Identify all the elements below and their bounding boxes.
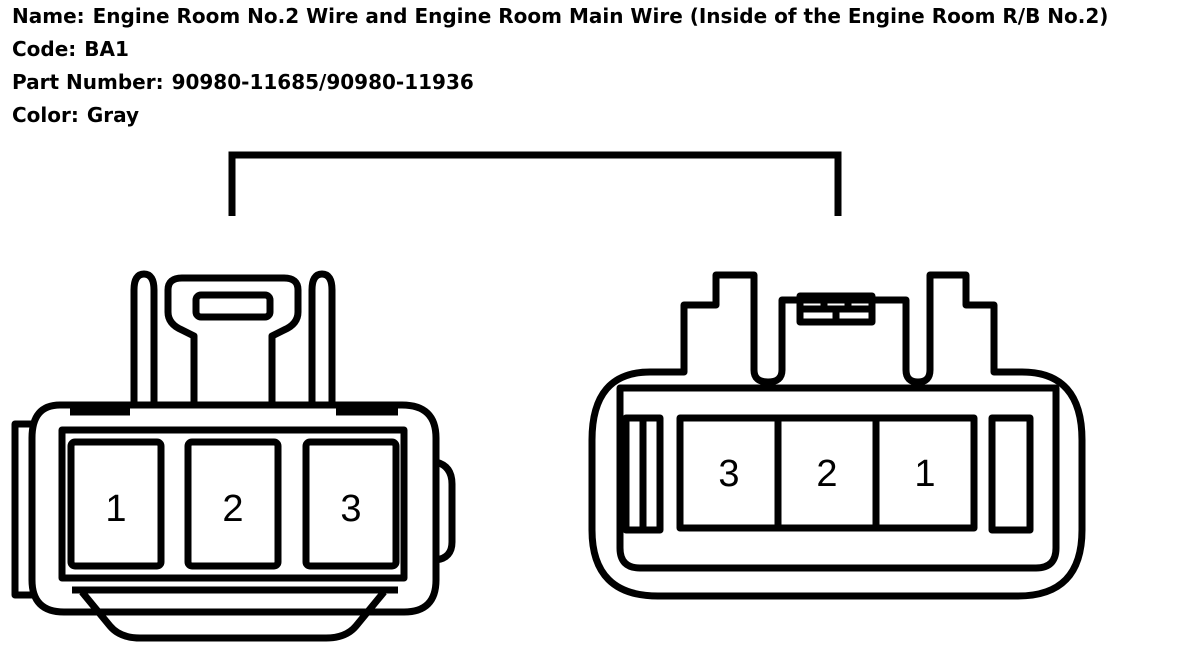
left-pin-cavity-1: [67, 438, 165, 570]
part-number-value: 90980-11685/90980-11936: [171, 70, 474, 94]
right-pin-cavity-1: [872, 414, 978, 532]
left-pin-cavity-3: [302, 438, 400, 570]
color-value: Gray: [86, 103, 140, 127]
name-value: Engine Room No.2 Wire and Engine Room Ma…: [92, 4, 1109, 28]
left-connector-cavity-frame: [58, 426, 408, 582]
right-connector: [588, 271, 1086, 600]
left-connector-bottom-tab: [79, 589, 387, 642]
right-pin-label-1: 1: [914, 453, 935, 495]
code-value: BA1: [84, 37, 129, 61]
color-label: Color:: [12, 103, 79, 127]
name-label: Name:: [12, 4, 85, 28]
left-pin-label-1: 1: [105, 488, 126, 530]
left-connector: [11, 270, 456, 642]
part-number-row: Part Number: 90980-11685/90980-11936: [12, 66, 1108, 99]
left-connector-lock-window: [192, 291, 274, 321]
left-connector-post-left: [130, 270, 158, 405]
right-connector-latch-slot-4: [796, 305, 840, 326]
left-connector-lock-arm: [164, 274, 302, 405]
right-connector-inner-frame: [616, 384, 1060, 572]
left-connector-post-right: [308, 270, 336, 405]
left-pin-label-2: 2: [222, 488, 243, 530]
right-pin-label-2: 2: [816, 453, 837, 495]
color-row: Color: Gray: [12, 99, 1108, 132]
left-connector-latch: [434, 458, 456, 564]
left-pin-label-3: 3: [340, 488, 361, 530]
left-pin-cavity-2: [184, 438, 282, 570]
code-row: Code: BA1: [12, 33, 1108, 66]
right-pin-label-3: 3: [718, 453, 739, 495]
right-connector-side-pad-right: [988, 414, 1034, 534]
name-row: Name: Engine Room No.2 Wire and Engine Ro…: [12, 0, 1108, 33]
left-connector-side-rib: [11, 420, 32, 599]
connector-info: Name: Engine Room No.2 Wire and Engine Ro…: [12, 0, 1108, 132]
code-label: Code:: [12, 37, 77, 61]
part-number-label: Part Number:: [12, 70, 164, 94]
left-connector-housing: [28, 401, 440, 616]
right-connector-latch-slot-5: [832, 305, 876, 326]
right-connector-housing: [588, 271, 1086, 600]
mating-bracket: [228, 151, 842, 216]
